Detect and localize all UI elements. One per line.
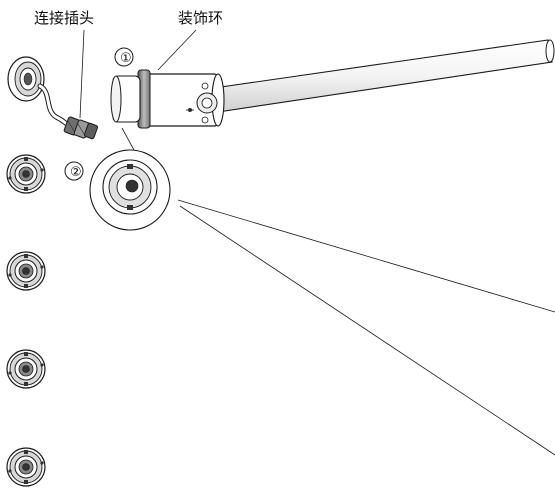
tube-head [139,73,225,127]
step-2-marker: ② [64,161,84,181]
decorative-ring-label: 装饰环 [178,9,223,27]
mount-base-3 [6,349,46,389]
decorative-ring [110,69,151,129]
svg-text:①: ① [120,51,132,66]
mount-base-1 [6,154,46,194]
connector-plug [63,116,99,140]
connector-plug-label: 连接插头 [34,9,94,27]
svg-text:②: ② [70,165,82,180]
light-tube [213,39,555,113]
step-1-marker: ① [114,47,134,67]
zoom-callout [89,127,555,456]
wall-mount-with-cable [7,56,73,129]
mount-base-4 [6,447,46,487]
connector-plug-leader [79,29,85,119]
decorative-ring-leader [157,29,197,71]
mount-base-2 [6,251,46,291]
